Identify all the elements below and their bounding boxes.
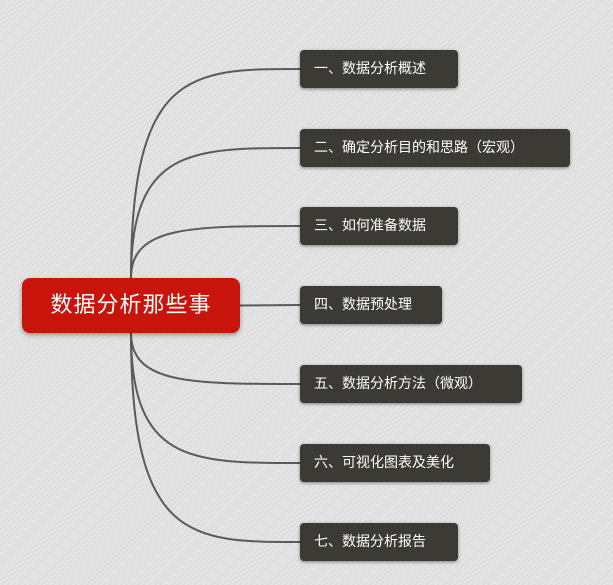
branch-topic-3[interactable]: 三、如何准备数据 [300,207,458,245]
root-topic[interactable]: 数据分析那些事 [22,278,240,333]
connector-line-3 [130,225,301,279]
branch-topic-7[interactable]: 七、数据分析报告 [300,523,458,561]
branch-topic-5[interactable]: 五、数据分析方法（微观） [300,365,522,403]
connector-line-5 [130,332,301,385]
connector-line-7 [130,332,301,543]
branch-topic-6[interactable]: 六、可视化图表及美化 [300,444,490,482]
connector-line-1 [130,68,301,279]
connector-line-4 [239,304,301,307]
branch-topic-2[interactable]: 二、确定分析目的和思路（宏观） [300,129,570,167]
branch-topic-4[interactable]: 四、数据预处理 [300,286,442,324]
connector-line-6 [130,332,301,464]
branch-topic-1[interactable]: 一、数据分析概述 [300,50,458,88]
connector-line-2 [130,147,301,279]
